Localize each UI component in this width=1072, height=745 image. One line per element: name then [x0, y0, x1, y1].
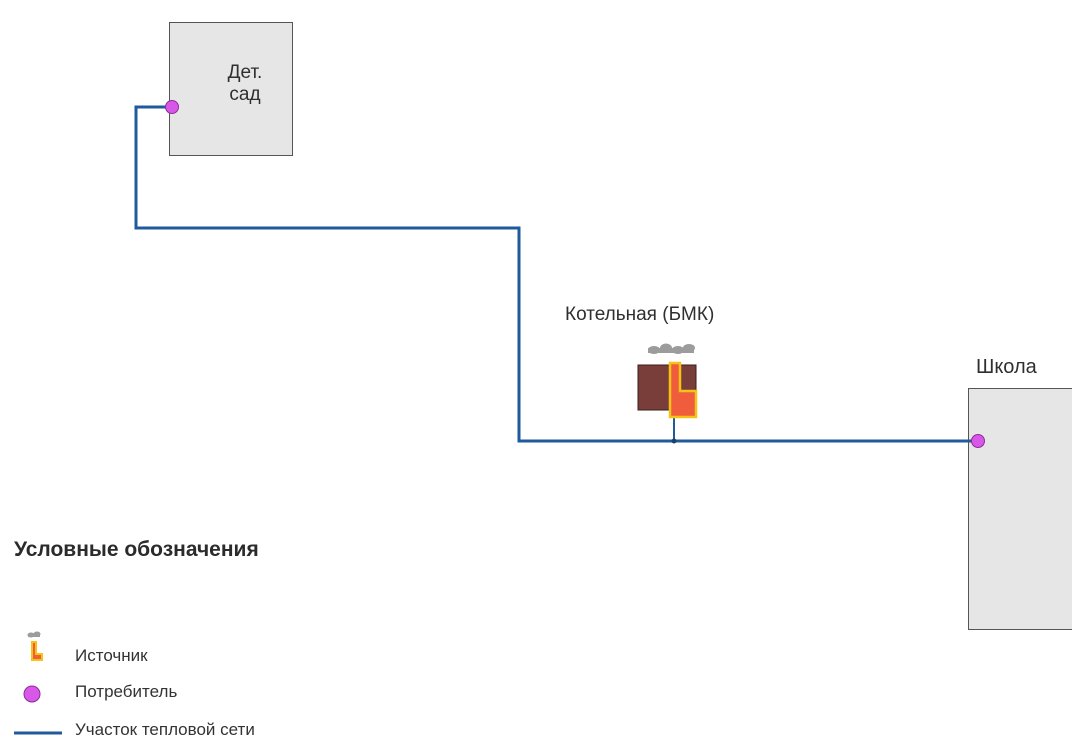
- pipe-segment-kindergarten[interactable]: [134, 105, 674, 443]
- source-icon: [27, 631, 43, 661]
- legend-title: Условные обозначения: [14, 538, 259, 561]
- legend-item-source: Источник: [0, 631, 400, 670]
- legend-pipe-label: Участок тепловой сети: [75, 720, 255, 739]
- pipe-segment-icon: [14, 731, 62, 735]
- kindergarten-label-line1: Дет.: [227, 62, 263, 83]
- smoke-icon: [648, 343, 695, 354]
- kindergarten-label-line2: сад: [229, 84, 261, 105]
- legend-item-pipe: Участок тепловой сети: [0, 718, 400, 744]
- consumer-icon: [23, 685, 41, 703]
- boiler-label: Котельная (БМК): [565, 304, 715, 325]
- legend-source-label: Источник: [75, 646, 148, 665]
- legend-consumer-label: Потребитель: [75, 682, 178, 701]
- school-building[interactable]: [968, 388, 1072, 630]
- legend-item-consumer: Потребитель: [0, 680, 400, 706]
- kindergarten-building[interactable]: [169, 22, 293, 156]
- kindergarten-label: Дет. сад: [205, 62, 285, 106]
- boiler-source-icon[interactable]: [637, 343, 698, 419]
- school-label: Школа: [976, 356, 1037, 378]
